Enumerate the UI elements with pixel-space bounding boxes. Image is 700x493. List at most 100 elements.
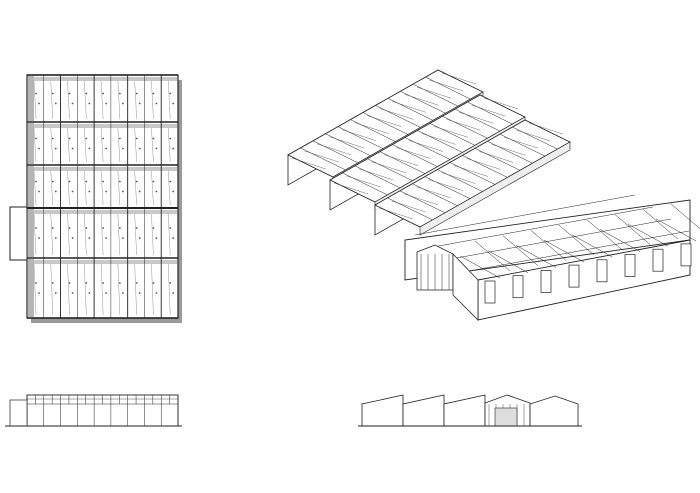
truss-diagonal — [471, 104, 506, 117]
truss-line — [168, 170, 171, 206]
truss — [362, 112, 409, 135]
column-dot — [118, 92, 121, 95]
column-dot — [152, 227, 155, 229]
truss — [467, 101, 513, 125]
column-dot — [169, 137, 172, 140]
truss-line — [84, 170, 87, 206]
column-dot — [138, 292, 141, 294]
truss-line — [117, 80, 121, 120]
truss-diagonal — [441, 172, 476, 184]
truss — [412, 83, 459, 107]
bay-door — [512, 275, 524, 299]
bay-door — [652, 248, 664, 272]
truss-line — [67, 213, 70, 256]
truss — [499, 133, 546, 157]
bay-door — [624, 254, 636, 277]
roof-truss — [627, 223, 669, 247]
truss-line — [134, 127, 137, 163]
column-dot — [118, 282, 121, 284]
axonometric-view — [287, 69, 700, 321]
roof-truss — [459, 255, 501, 279]
truss-diagonal — [483, 97, 519, 110]
truss — [400, 91, 446, 114]
column-dot — [172, 102, 175, 105]
column-dot — [68, 282, 71, 284]
truss — [425, 76, 471, 100]
truss-line — [134, 213, 137, 256]
roof-shade — [34, 77, 177, 81]
column-dot — [88, 190, 91, 193]
truss-diagonal — [391, 200, 426, 213]
truss-line — [50, 213, 53, 256]
truss-line — [50, 170, 53, 206]
truss — [462, 155, 508, 178]
truss — [300, 147, 346, 171]
column-dot — [169, 282, 172, 284]
column-dot — [51, 282, 54, 284]
truss-line — [117, 127, 121, 163]
truss-line — [134, 170, 137, 206]
roof-truss — [543, 239, 585, 263]
column-dot — [152, 92, 155, 95]
column-dot — [85, 92, 88, 95]
truss-diagonal — [371, 161, 406, 173]
column-dot — [38, 190, 40, 193]
truss-line — [84, 263, 87, 316]
truss-line — [50, 263, 53, 316]
truss-line — [151, 80, 154, 120]
wall-shade — [28, 76, 34, 121]
truss-line — [151, 263, 154, 316]
column-dot — [85, 227, 88, 229]
truss-line — [33, 127, 37, 163]
truss — [312, 140, 359, 164]
glazing-strip — [419, 141, 571, 236]
truss-diagonal — [429, 79, 464, 92]
column-dot — [68, 92, 71, 95]
truss — [354, 165, 401, 189]
roof-truss — [571, 234, 613, 258]
gable-bay — [529, 395, 579, 427]
truss-line — [33, 80, 37, 120]
wall-shade — [28, 209, 34, 257]
truss-diagonal — [528, 122, 564, 135]
column-dot — [135, 137, 138, 140]
lower-block-roof — [404, 199, 691, 281]
column-dot — [118, 227, 121, 229]
annex-elevation — [9, 399, 28, 427]
column-dot — [54, 102, 57, 105]
truss-line — [134, 263, 137, 316]
column-dot — [172, 147, 175, 150]
column-dot — [152, 137, 155, 140]
column-dot — [105, 190, 108, 193]
wall-shade — [28, 259, 34, 317]
truss-diagonal — [403, 193, 439, 206]
truss-line — [33, 263, 37, 316]
truss-diagonal — [408, 140, 444, 152]
column-dot — [38, 292, 40, 294]
bay-door — [680, 243, 692, 267]
roof-truss — [670, 203, 700, 230]
truss — [375, 105, 421, 128]
truss-line — [84, 127, 87, 163]
truss-line — [33, 170, 37, 206]
column-dot — [105, 102, 108, 105]
truss-line — [67, 263, 70, 316]
column-dot — [138, 237, 141, 239]
column-dot — [71, 147, 74, 150]
column-dot — [68, 180, 71, 183]
column-dot — [38, 102, 40, 105]
column-dot — [118, 180, 121, 183]
column-dot — [102, 92, 105, 95]
truss-diagonal — [378, 207, 414, 220]
roof-truss — [586, 219, 623, 250]
column-dot — [54, 237, 57, 239]
roof-ridge — [432, 206, 654, 248]
truss-line — [84, 213, 87, 256]
column-dot — [121, 147, 124, 150]
truss-diagonal — [416, 186, 451, 198]
truss-line — [67, 80, 70, 120]
column-dot — [102, 180, 105, 183]
column-dot — [102, 137, 105, 140]
entrance-annex — [9, 206, 28, 261]
